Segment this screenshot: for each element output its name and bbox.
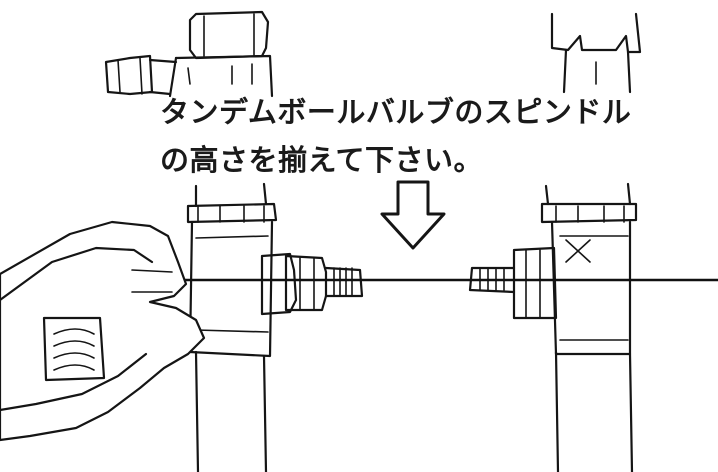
caption-line-1: タンデムボールバルブのスピンドル [160, 95, 632, 129]
left-upper-valve [104, 10, 274, 98]
down-arrow-icon [380, 180, 446, 250]
caption-line-2: の高さを揃えて下さい。 [160, 143, 484, 177]
right-upper-fitting [550, 12, 642, 94]
wrench-icon [0, 220, 206, 442]
left-lower-valve [186, 182, 364, 472]
right-lower-valve [468, 182, 638, 472]
